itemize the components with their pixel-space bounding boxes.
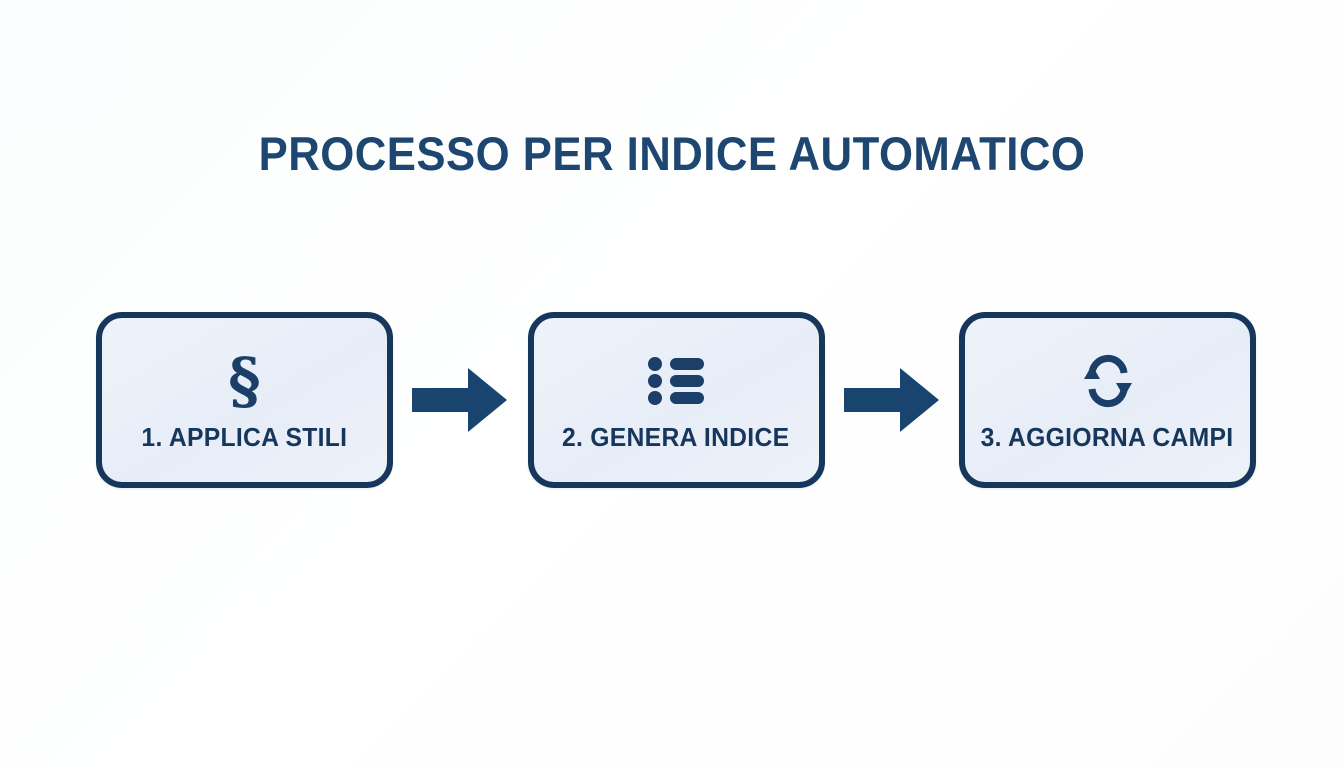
refresh-sync-icon xyxy=(1079,352,1137,410)
process-step-2-label: 2. GENERA INDICE xyxy=(562,421,790,452)
process-step-2[interactable]: 2. GENERA INDICE xyxy=(527,312,825,488)
process-step-1[interactable]: § 1. APPLICA STILI xyxy=(96,312,393,488)
process-step-3-label: 3. AGGIORNA CAMPI xyxy=(981,421,1234,452)
process-step-1-label: 1. APPLICA STILI xyxy=(141,421,348,452)
flow-arrow-1 xyxy=(412,364,508,436)
process-step-3[interactable]: 3. AGGIORNA CAMPI xyxy=(959,312,1256,488)
bulleted-list-icon xyxy=(648,352,704,410)
section-sign-icon: § xyxy=(228,343,261,417)
page-title: PROCESSO PER INDICE AUTOMATICO xyxy=(258,127,1086,180)
process-flow-diagram: § 1. APPLICA STILI 2. GENERA xyxy=(96,312,1256,488)
flow-arrow-2 xyxy=(843,364,940,436)
section-sign-glyph: § xyxy=(228,343,261,417)
